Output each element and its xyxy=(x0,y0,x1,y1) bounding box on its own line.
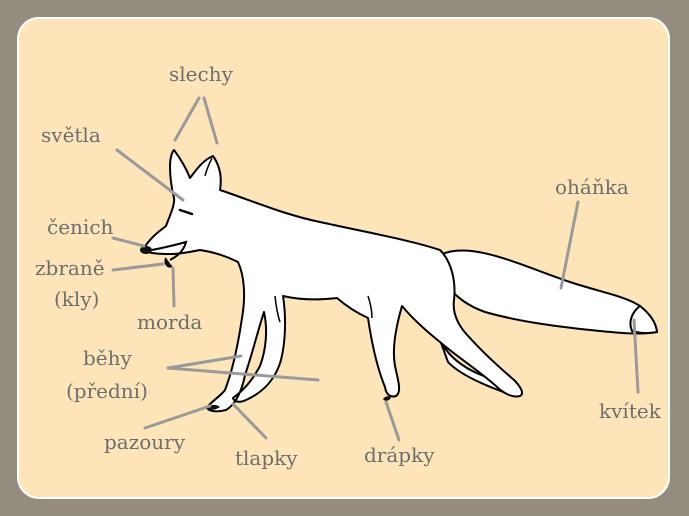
leader-drapky xyxy=(386,402,399,440)
leader-slechy xyxy=(175,98,217,143)
label-zbrane: zbraně xyxy=(35,256,105,280)
label-pazoury: pazoury xyxy=(104,430,186,454)
label-kvitek: kvítek xyxy=(599,399,662,423)
leader-pazoury xyxy=(145,406,210,428)
leader-zbrane xyxy=(113,264,163,270)
label-tlapky: tlapky xyxy=(235,446,298,470)
label-behy: běhy xyxy=(83,346,133,370)
leader-ohanka xyxy=(561,202,578,288)
label-morda: morda xyxy=(137,310,202,334)
label-svetla: světla xyxy=(41,123,101,147)
label-drapky: drápky xyxy=(364,443,435,467)
leader-cenich xyxy=(113,238,144,246)
label-slechy: slechy xyxy=(169,62,234,86)
leader-morda xyxy=(173,268,174,306)
label-zbrane-kly: (kly) xyxy=(54,287,99,311)
label-cenich: čenich xyxy=(47,215,114,239)
fox-tail xyxy=(440,250,657,333)
fox-hind-claw xyxy=(383,396,391,401)
fox-nose xyxy=(140,246,152,254)
leader-tlapky xyxy=(233,404,266,438)
label-behy-predni: (přední) xyxy=(66,379,148,403)
label-ohanka: oháňka xyxy=(555,175,629,199)
